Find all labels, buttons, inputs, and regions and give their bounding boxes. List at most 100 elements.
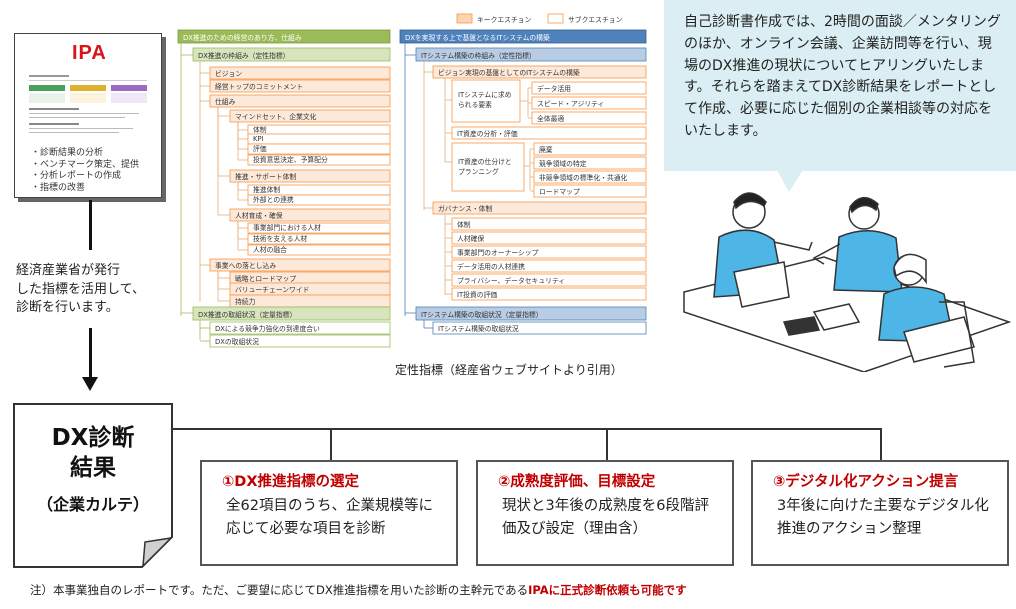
tree-right-group2-label: IT資産の仕分けと [458,157,512,166]
result-title-line: DX診断 [51,425,135,451]
tree-left-item-label: 人材育成・確保 [235,211,283,220]
step-body: 3年後に向けた主要なデジタル化推進のアクション整理 [777,498,989,537]
result-title: DX診断 結果 [13,423,173,483]
tree-right-group1-label: ITシステムに求め [458,90,512,99]
tree-right-group1-item-label: 全体最適 [537,114,564,123]
tree-left-item [229,282,391,296]
tree-left-item-label: 投資意思決定、予算配分 [253,155,328,164]
bubble-text: 自己診断書作成では、2時間の面談／メンタリングのほか、オンライン会議、企業訪問等… [684,14,1001,139]
tree-left-item [209,66,391,80]
tree-right-gov-item [451,245,647,259]
tree-left-header-label: DX推進のための経営のあり方、仕組み [183,33,302,42]
tree-left-item-label: ビジョン [215,69,242,78]
connector-drop [606,428,608,460]
tree-right-group1-item [531,81,647,95]
connector-drop [330,428,332,460]
tree-right-quant-item-label: ITシステム構築の取組状況 [438,324,519,333]
document-thumbnail [25,72,151,138]
tree-left-quant-item-label: DXによる競争力強化の到達度合い [215,324,320,333]
tree-left-item-label: 経営トップのコミットメント [215,82,303,91]
legend-key-label: キークエスチョン [477,16,532,24]
tree-right-it-asset-label: IT資産の分析・評価 [457,129,518,138]
speech-bubble [664,0,1016,171]
connector-line-upper [89,200,92,250]
speech-bubble-tail [777,170,803,192]
step-box-selection: ①DX推進指標の選定 全62項目のうち、企業規模等に応じて必要な項目を診断 [200,460,458,566]
tree-left-item-label: 評価 [253,144,267,153]
document-bullet-list: 診断結果の分析 ベンチマーク策定、提供 分析レポートの作成 指標の改善 [31,148,139,194]
tree-left-item-label: 持続力 [235,297,256,306]
tree-right-gov-item [451,217,647,231]
tree-right-gov-item [451,231,647,245]
tree-left-quant-frame-label: DX推進の取組状況（定量指標） [198,310,296,319]
tree-left-item [247,124,391,136]
tree-left-item [209,79,391,93]
connector-horizontal [173,428,882,430]
tree-caption: 定性指標（経産省ウェブサイトより引用） [395,363,623,377]
step-box-action: ③デジタル化アクション提言 3年後に向けた主要なデジタル化推進のアクション整理 [751,460,1009,566]
tree-left-item [229,271,391,285]
tree-right-sub1 [432,65,647,79]
tree-right-group2-item [533,184,647,198]
tree-right-gov-item [451,259,647,273]
step-title: ②成熟度評価、目標設定 [498,474,656,490]
tree-left-header [177,29,391,44]
tree-left-item [247,222,391,234]
tree-left-item-label: 技術を支える人材 [253,234,307,243]
tree-right-group1-label: られる要素 [458,100,492,109]
tree-right-group2-item [533,170,647,184]
tree-left-frame-label: DX推進の枠組み（定性指標） [198,51,289,60]
tree-left-quant-frame [192,306,391,321]
tree-left-item [247,143,391,155]
tree-left-item [247,133,391,145]
tree-right-frame [415,47,647,62]
ipa-logo: IPA [72,42,107,64]
tree-left-item [229,109,391,123]
tree-left-item-label: 事業への落とし込み [215,261,276,270]
step-body: 全62項目のうち、企業規模等に応じて必要な項目を診断 [226,498,433,537]
page-fold-icon [141,536,173,568]
step-body: 現状と3年後の成熟度を6段階評価及び設定（理由含） [502,498,709,537]
tree-right-gov-item-label: 人材確保 [457,234,484,243]
result-card [13,403,173,568]
tree-right-group1-item [531,111,647,125]
tree-right-gov-item-label: IT投資の評価 [457,290,497,299]
tree-right-group2-item-label: ロードマップ [539,188,580,196]
tree-left-item-label: 外部との連携 [253,195,294,204]
tree-left-quant-item [209,321,391,335]
tree-left-item-label: KPI [253,135,264,143]
tree-right-gov-item [451,273,647,287]
tree-left-item [247,184,391,196]
legend-sub-swatch [547,13,564,24]
tree-right-header-label: DXを実現する上で基盤となるITシステムの構築 [405,33,550,42]
tree-right-quant-frame [415,306,647,321]
tree-right-header [399,29,647,44]
assessment-document-card: IPA 診断結果の分析 ベンチマーク策定、提供 分析レポートの作成 指標の改善 [14,33,162,198]
tree-right-group2-item [533,142,647,156]
list-item: 診断結果の分析 [31,148,139,160]
result-subtitle: （企業カルテ） [36,495,149,514]
tree-left-item-label: 体制 [253,125,267,134]
footnote-highlight: IPAに正式診断依頼も可能です [528,583,687,597]
list-item: 分析レポートの作成 [31,171,139,183]
tree-right-group2-item-label: 廃棄 [539,145,553,154]
tree-right-group2-item-label: 非競争領域の標準化・共通化 [539,173,628,182]
connector-line-lower [89,328,92,380]
tree-right-gov-item-label: データ活用の人材連携 [457,262,525,271]
tree-left-item [209,258,391,272]
tree-left-item-label: 人材の融合 [253,245,287,254]
tree-left-item [247,244,391,256]
tree-left-item-label: 事業部門における人材 [253,223,321,232]
tree-right-group2-item [533,156,647,170]
tree-right-group1-item [531,96,647,110]
footnote-text: 注）本事業独自のレポートです。ただ、ご要望に応じてDX推進指標を用いた診断の主幹… [30,583,529,597]
legend-key-swatch [456,13,473,24]
tree-left-quant-item [209,334,391,348]
description-line: 診断を行います。 [16,300,119,315]
step-title: ①DX推進指標の選定 [222,474,359,490]
result-title-line: 結果 [70,455,116,481]
tree-left-item [209,94,391,108]
description-line: 経済産業省が発行 [16,263,121,278]
tree-right-group1-item-label: データ活用 [537,84,571,93]
tree-left-item [229,169,391,183]
